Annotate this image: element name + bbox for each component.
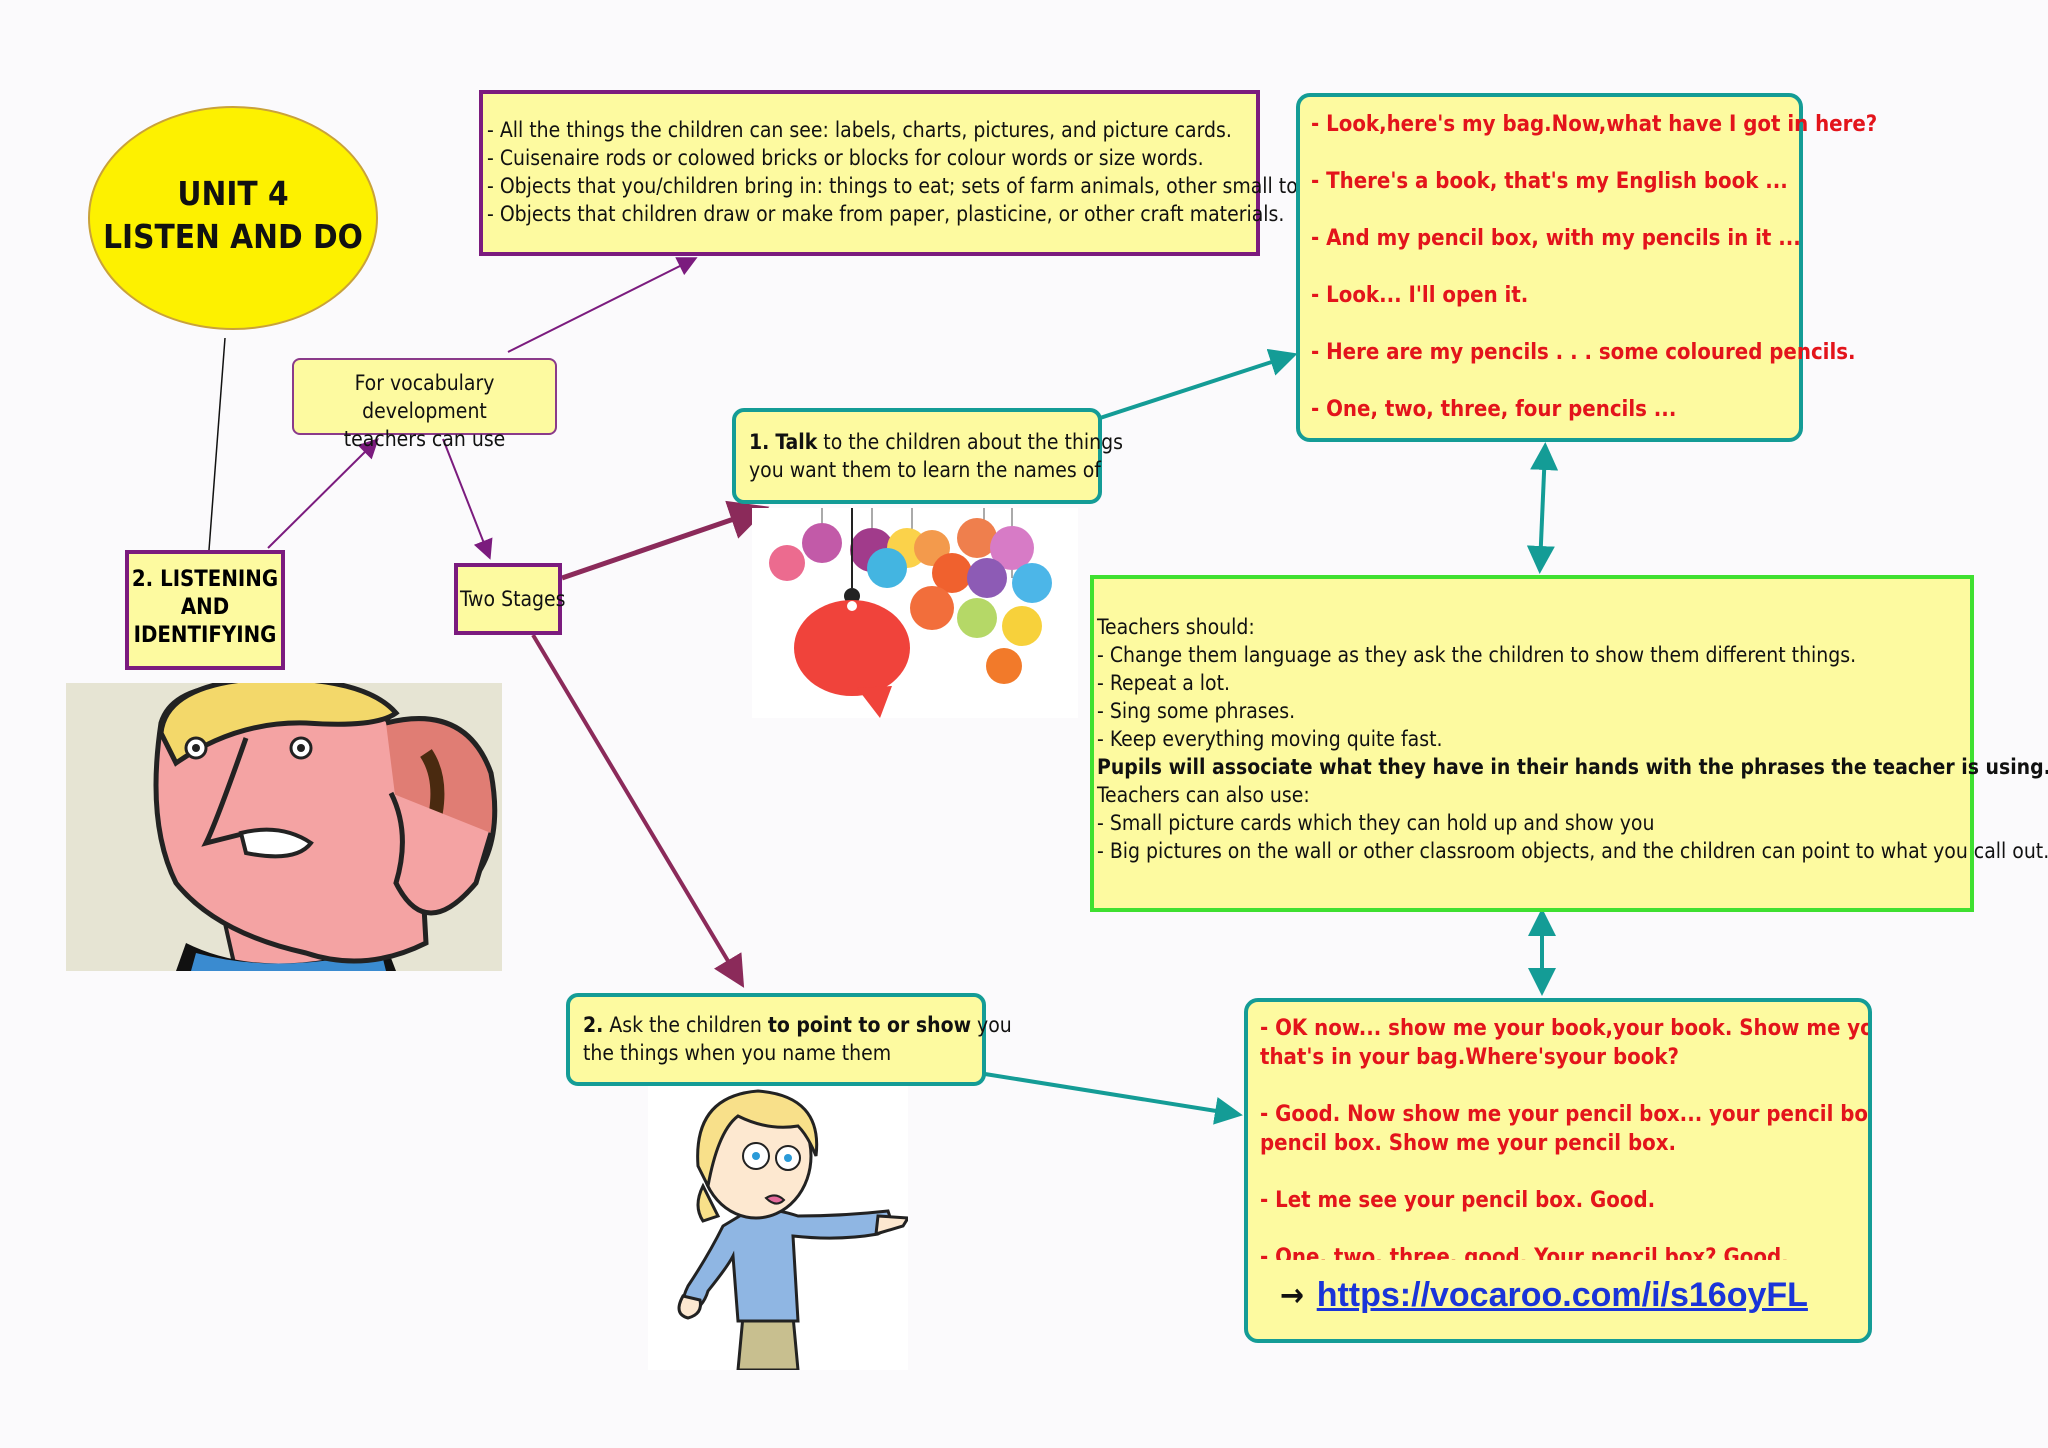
- speech-bubbles-illustration: [752, 508, 1078, 718]
- show-example-line: - OK now... show me your book,your book.…: [1260, 1016, 1868, 1041]
- stage-2-text-a: Ask the children: [603, 1013, 768, 1037]
- stage-2-point-box: 2. Ask the children to point to or show …: [566, 993, 1012, 1086]
- teachers-also-heading: Teachers can also use:: [1097, 783, 1310, 807]
- listening-identifying-box: 2. LISTENING AND IDENTIFYING: [125, 550, 285, 670]
- resources-box: - All the things the children can see: l…: [479, 90, 1325, 256]
- talk-teachers-double-arrow: [1526, 442, 1559, 574]
- stage-1-number: 1.: [749, 430, 770, 454]
- two-stages-label: Two Stages: [460, 587, 566, 611]
- talk-example-line: - Here are my pencils . . . some coloure…: [1311, 340, 1856, 365]
- teachers-also-item: - Small picture cards which they can hol…: [1097, 811, 1655, 835]
- talk-example-line: - There's a book, that's my English book…: [1311, 169, 1788, 194]
- vocab-to-resources-arrow: [507, 257, 698, 353]
- stages-to-stage2-arrow: [531, 633, 745, 988]
- teachers-item: - Change them language as they ask the c…: [1097, 643, 1857, 667]
- stage-1-talk-box: 1. Talk to the children about the things…: [732, 408, 1123, 504]
- unit-title: UNIT 4 LISTEN AND DO: [86, 172, 380, 258]
- teachers-item: - Repeat a lot.: [1097, 671, 1231, 695]
- listening-to-vocab-arrow: [267, 438, 379, 549]
- vocaroo-audio-link[interactable]: https://vocaroo.com/i/s16oyFL: [1316, 1276, 1808, 1314]
- vocabulary-development-box: For vocabulary development teachers can …: [292, 358, 557, 451]
- stage-2-line-2: the things when you name them: [583, 1041, 892, 1065]
- resources-item: - Cuisenaire rods or colowed bricks or b…: [487, 146, 1204, 170]
- stage2-to-show-examples-arrow: [984, 1072, 1243, 1125]
- teachers-also-item: - Big pictures on the wall or other clas…: [1097, 839, 2048, 863]
- talk-example-line: - Look... I'll open it.: [1311, 283, 1529, 308]
- stages-to-stage1-arrow: [561, 500, 770, 581]
- vocab-line-1: For vocabulary development: [354, 371, 495, 423]
- speech-bubbles-drawing: [769, 508, 1052, 718]
- teachers-should-box: Teachers should: - Change them language …: [1090, 575, 2048, 912]
- resources-item: - All the things the children can see: l…: [487, 118, 1232, 142]
- listening-line-3: IDENTIFYING: [133, 623, 277, 648]
- stage-1-text: to the children about the things: [817, 430, 1123, 454]
- stage1-to-talk-examples-arrow: [1099, 348, 1298, 420]
- listening-line-1: 2. LISTENING: [131, 567, 279, 592]
- unit-number: UNIT 4: [177, 174, 289, 213]
- show-example-line: - One, two, three, good. Your pencil box…: [1260, 1245, 1789, 1260]
- two-stages-box: Two Stages: [454, 563, 566, 635]
- resources-item: - Objects that you/children bring in: th…: [487, 174, 1325, 198]
- arrow-right-icon: →: [1280, 1276, 1305, 1314]
- listening-boy-illustration: [66, 683, 502, 971]
- talk-example-line: - And my pencil box, with my pencils in …: [1311, 226, 1801, 251]
- show-examples-box: - OK now... show me your book,your book.…: [1244, 998, 1872, 1343]
- teachers-item: - Sing some phrases.: [1097, 699, 1296, 723]
- show-examples-scroll[interactable]: - OK now... show me your book,your book.…: [1260, 1014, 1868, 1260]
- stage-1-line-2: you want them to learn the names of: [749, 458, 1101, 482]
- title-ellipse: [88, 106, 378, 330]
- unit-name: LISTEN AND DO: [103, 217, 363, 256]
- show-example-line: pencil box. Show me your pencil box.: [1260, 1131, 1677, 1156]
- teachers-item: - Keep everything moving quite fast.: [1097, 727, 1443, 751]
- audio-link-row: → https://vocaroo.com/i/s16oyFL: [1280, 1276, 1808, 1315]
- teachers-heading: Teachers should:: [1097, 615, 1255, 639]
- listening-line-2: AND: [180, 595, 230, 620]
- teachers-key-point: Pupils will associate what they have in …: [1097, 755, 2048, 779]
- title-to-listening-line: [208, 337, 226, 551]
- talk-example-line: - One, two, three, four pencils ...: [1311, 397, 1677, 422]
- stage-1-keyword: Talk: [775, 430, 818, 454]
- stage-1-line-1: 1. Talk to the children about the things: [749, 428, 1123, 456]
- talk-example-line: - Look,here's my bag.Now,what have I got…: [1311, 112, 1878, 137]
- stage-2-line-1: 2. Ask the children to point to or show …: [583, 1011, 1012, 1039]
- stage-2-number: 2.: [583, 1013, 604, 1037]
- vocab-to-stages-arrow: [442, 438, 493, 560]
- vocab-line-2: teachers can use: [343, 427, 506, 451]
- stage-2-keyword: to point to or show: [767, 1013, 972, 1037]
- resources-item: - Objects that children draw or make fro…: [487, 202, 1285, 226]
- stage-2-text-b: you: [971, 1013, 1012, 1037]
- pointing-child-illustration: [648, 1086, 908, 1370]
- show-example-line: - Let me see your pencil box. Good.: [1260, 1188, 1656, 1213]
- show-example-line: - Good. Now show me your pencil box... y…: [1260, 1102, 1868, 1127]
- talk-examples-box: - Look,here's my bag.Now,what have I got…: [1296, 93, 1878, 442]
- show-example-line: that's in your bag.Where'syour book?: [1260, 1045, 1679, 1070]
- pointing-child-drawing: [677, 1089, 908, 1370]
- listening-boy-drawing: [153, 683, 498, 971]
